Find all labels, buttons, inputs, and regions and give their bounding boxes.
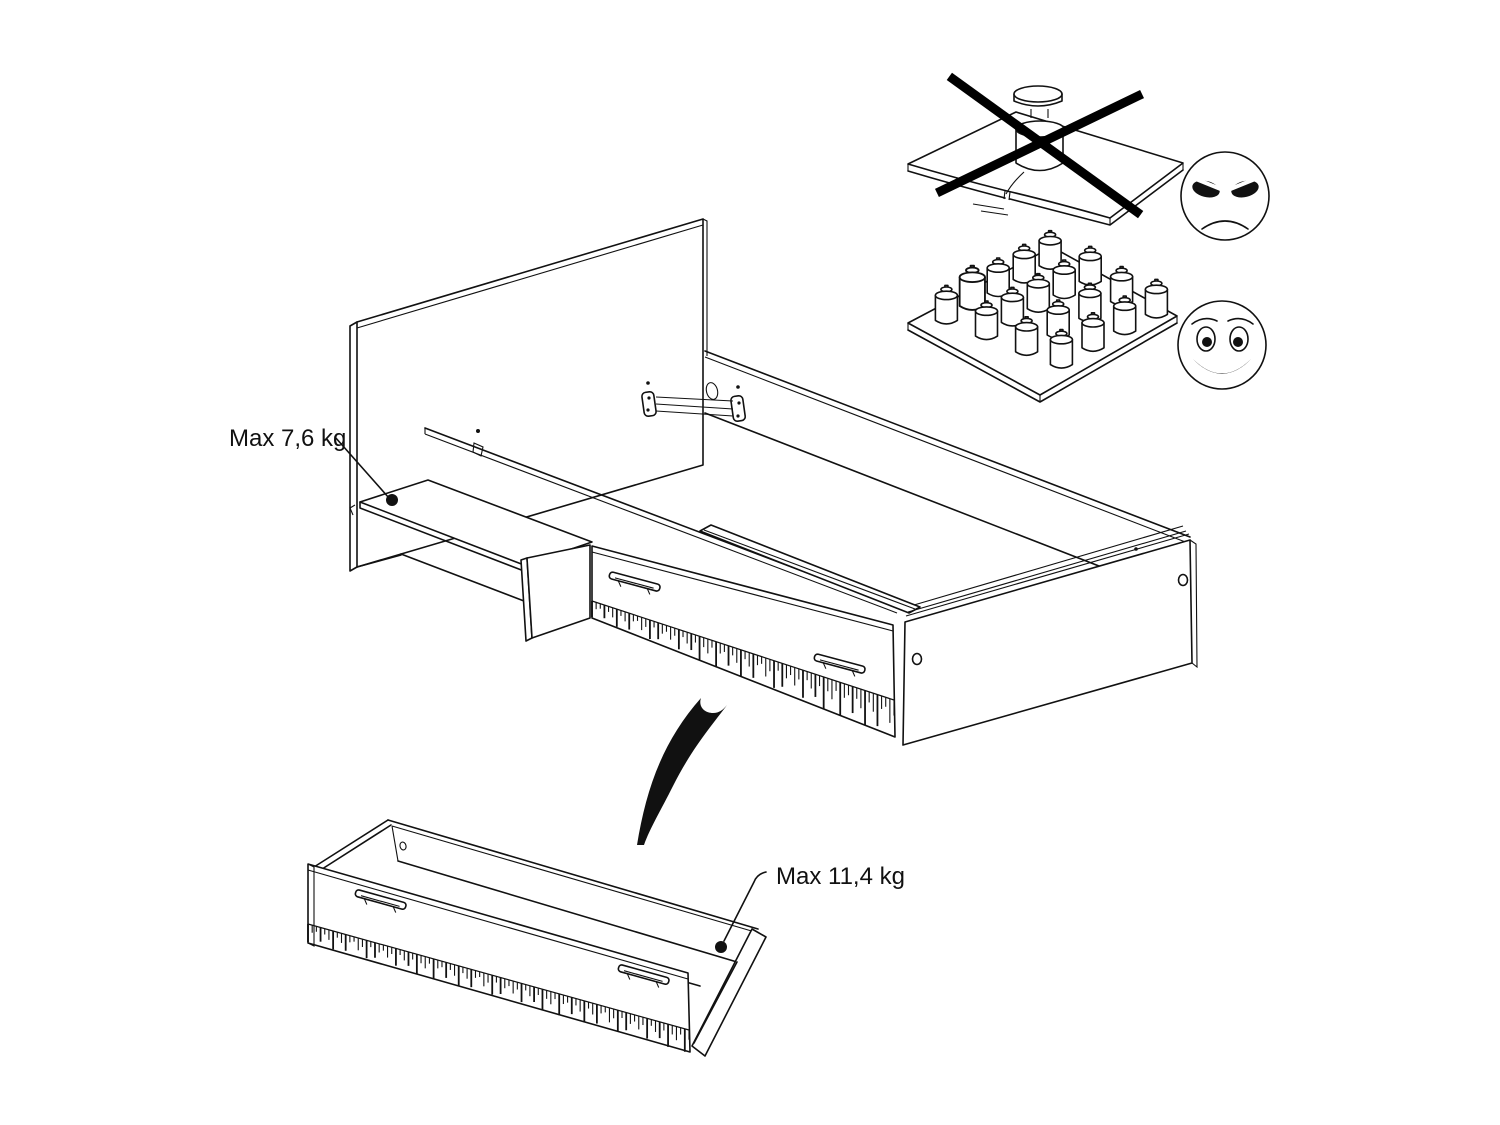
distributed-load-ok: [907, 229, 1267, 403]
headboard-panel: [349, 218, 708, 572]
bed-illustration: Max 7,6 kg: [229, 218, 1198, 746]
front-rail: [400, 427, 898, 614]
prohibition-cross-icon: [934, 72, 1145, 219]
shelf-max-load-label: Max 7,6 kg: [229, 425, 346, 452]
drawer-max-load-label: Max 11,4 kg: [776, 863, 905, 890]
screw-hole: [1177, 573, 1189, 587]
ruler-print-band: [307, 923, 690, 1052]
drawer-load-point-marker: [715, 941, 727, 953]
cam-hole: [705, 382, 719, 400]
shelf-support-panel: [526, 544, 591, 639]
small-weight-icon: [934, 284, 959, 325]
small-weight-icon: [1078, 245, 1102, 286]
shelf-leader-line: [334, 436, 390, 499]
drawer-side-panel: [691, 928, 767, 1057]
strain-marks: [972, 203, 1009, 216]
small-weight-icon: [1144, 278, 1169, 319]
hanger-peg: [472, 442, 484, 457]
headboard-shelf: [349, 479, 593, 642]
ruler-print-band: [591, 600, 895, 727]
underbed-drawer-illustration: Max 11,4 kg: [307, 819, 905, 1057]
drawer-leader-line: [723, 871, 767, 942]
flat-board-icon: [907, 246, 1178, 403]
happy-face-icon: [1177, 300, 1267, 390]
drawer-insertion-arrow-icon: [637, 698, 727, 845]
center-support-bracket-icon: [641, 381, 747, 422]
drawer-front-panel: [307, 863, 691, 1053]
angry-face-icon: [1180, 151, 1270, 241]
installed-drawer-front: [591, 545, 896, 738]
small-weight-icon: [1012, 243, 1036, 284]
small-weight-icon: [986, 257, 1011, 298]
bed-interior: [699, 524, 1187, 614]
screw-hole: [911, 652, 923, 666]
screw-hole: [399, 841, 407, 851]
shelf-load-point-marker: [386, 494, 398, 506]
concentrated-load-warning: [907, 72, 1270, 241]
footboard-panel: [902, 533, 1198, 746]
small-weight-icon: [1038, 229, 1062, 271]
back-side-rail: [704, 350, 1191, 588]
